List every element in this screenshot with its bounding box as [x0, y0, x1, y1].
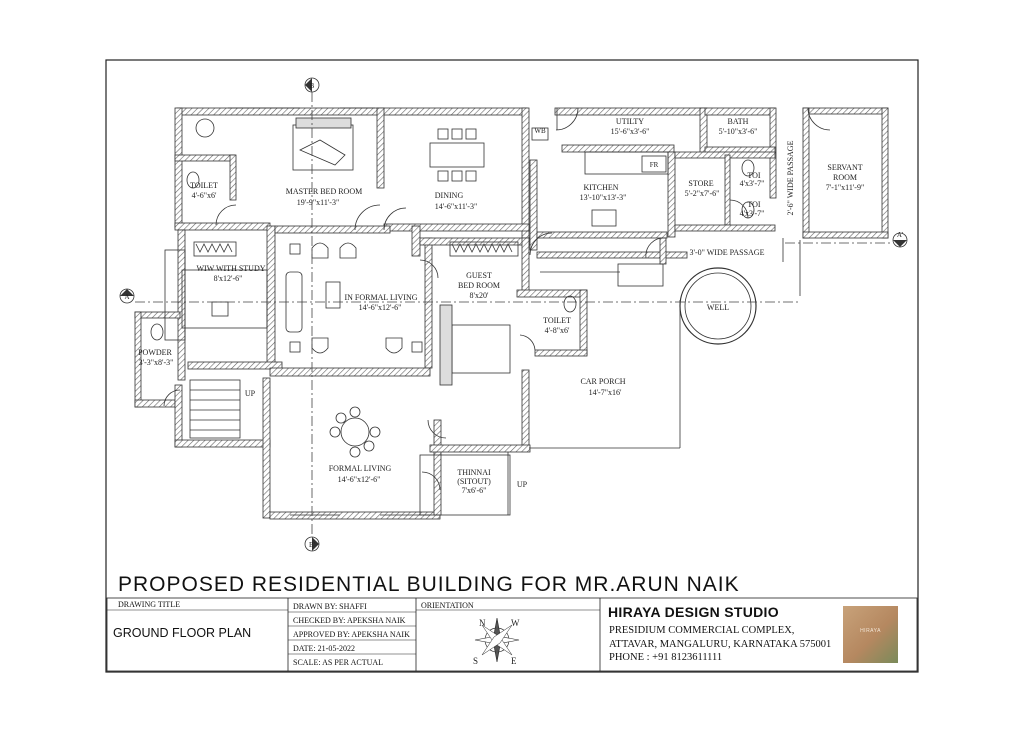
doors	[163, 107, 831, 491]
thinnai-size: 7'x6'-6"	[462, 486, 487, 495]
section-a-label: A	[124, 293, 129, 301]
toilet-master-name: TOILET	[190, 181, 218, 190]
guest-bed-size: 8'x20'	[470, 291, 489, 300]
car-porch-size: 14'-7"x16'	[589, 388, 622, 397]
compass-s: S	[473, 656, 478, 666]
thinnai-name2: (SITOUT)	[457, 477, 491, 486]
formal-living-name: FORMAL LIVING	[329, 464, 392, 473]
store-name: STORE	[688, 179, 713, 188]
drawn-by: DRAWN BY: SHAFFI	[293, 602, 367, 611]
wiw-study-name: WIW WITH STUDY	[196, 264, 265, 273]
store-size: 5'-2"x7'-6"	[685, 189, 720, 198]
approved-by: APPROVED BY: APEKSHA NAIK	[293, 630, 410, 639]
fridge-label: FR	[650, 161, 659, 169]
wiw-study-size: 8'x12'-6"	[214, 274, 243, 283]
servant-name2: ROOM	[833, 173, 857, 182]
car-porch-name: CAR PORCH	[580, 377, 625, 386]
bath-name: BATH	[728, 117, 749, 126]
compass-rose: N S E W	[473, 617, 520, 666]
kitchen-name: KITCHEN	[583, 183, 618, 192]
dining-size: 14'-6"x11'-3"	[435, 202, 477, 211]
passage-vertical-label: 2'-6" WIDE PASSAGE	[786, 140, 795, 215]
guest-bed-name: GUEST	[466, 271, 492, 280]
toi1-name: TOI	[747, 171, 761, 180]
walls	[134, 107, 889, 520]
servant-size: 7'-1"x11'-9"	[826, 183, 864, 192]
studio-address-line-2: ATTAVAR, MANGALURU, KARNATAKA 575001	[609, 639, 832, 650]
well-inner	[684, 272, 752, 340]
studio-name: HIRAYA DESIGN STUDIO	[608, 604, 779, 620]
section-b-prime-label: B'	[309, 541, 315, 549]
section-markers	[119, 77, 908, 552]
outer-border	[105, 59, 919, 673]
in-formal-living-size: 14'-6"x12'-6"	[359, 303, 402, 312]
well-name: WELL	[707, 303, 729, 312]
section-b-label: B	[310, 82, 315, 90]
passage-horizontal-label: 3'-0" WIDE PASSAGE	[690, 248, 765, 257]
utility-name: UTILTY	[616, 117, 644, 126]
orientation-label: ORIENTATION	[421, 601, 474, 610]
toilet-guest-name: TOILET	[543, 316, 571, 325]
guest-bed-name2: BED ROOM	[458, 281, 500, 290]
toilet-guest-size: 4'-8"x6'	[545, 326, 570, 335]
stair-up-label: UP	[245, 389, 256, 398]
wb-label: WB	[534, 127, 546, 135]
section-a-prime-label: A'	[897, 231, 903, 239]
in-formal-living-name: IN FORMAL LIVING	[344, 293, 417, 302]
drawing-title-label: DRAWING TITLE	[118, 600, 181, 609]
plan-name: GROUND FLOOR PLAN	[113, 626, 252, 640]
toi2-size: 4'x3'-7"	[740, 209, 765, 218]
well-outer	[679, 267, 757, 345]
compass-w: W	[511, 618, 520, 628]
master-bed-size: 19'-9"x11'-3"	[297, 198, 339, 207]
partitions	[164, 107, 801, 516]
sheet-title: PROPOSED RESIDENTIAL BUILDING FOR MR.ARU…	[118, 573, 740, 596]
toilet-master-size: 4'-6"x6'	[192, 191, 217, 200]
section-lines	[135, 92, 893, 535]
powder-name: POWDER	[138, 348, 172, 357]
master-bed-name: MASTER BED ROOM	[286, 187, 362, 196]
furniture	[150, 117, 755, 516]
scale: SCALE: AS PER ACTUAL	[293, 658, 384, 667]
compass-e: E	[511, 656, 517, 666]
servant-name: SERVANT	[827, 163, 862, 172]
toi1-size: 4'x3'-7"	[740, 179, 765, 188]
title-block-frame	[106, 597, 918, 672]
formal-living-size: 14'-6"x12'-6"	[338, 475, 381, 484]
powder-size: 3'-3"x8'-3"	[139, 358, 174, 367]
thinnai-name: THINNAI	[457, 468, 491, 477]
utility-size: 15'-6"x3'-6"	[611, 127, 650, 136]
kitchen-size: 13'-10"x13'-3"	[580, 193, 627, 202]
date: DATE: 21-05-2022	[293, 644, 355, 653]
studio-address-line-1: PRESIDIUM COMMERCIAL COMPLEX,	[609, 625, 795, 636]
thinnai-up-label: UP	[517, 480, 528, 489]
studio-phone: PHONE : +91 8123611111	[609, 652, 723, 663]
studio-logo-text: HIRAYA	[860, 628, 881, 634]
checked-by: CHECKED BY: APEKSHA NAIK	[293, 616, 406, 625]
bath-size: 5'-10"x3'-6"	[719, 127, 758, 136]
room-labels: MASTER BED ROOM 19'-9"x11'-3" DINING 14'…	[124, 82, 903, 549]
toi2-name: TOI	[747, 200, 761, 209]
dining-name: DINING	[435, 191, 464, 200]
compass-n: N	[479, 618, 486, 628]
studio-logo: HIRAYA	[843, 606, 898, 663]
